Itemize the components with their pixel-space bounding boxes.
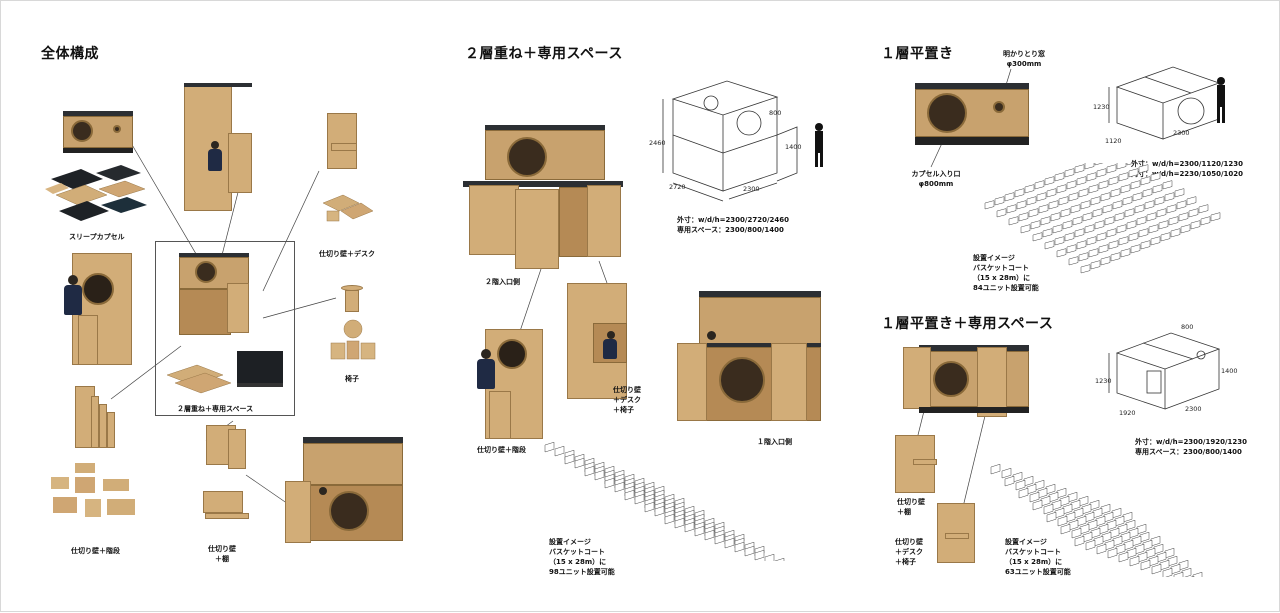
one-layer-unit-image [915, 83, 1029, 147]
two-layer-layout-drawing [544, 441, 785, 561]
exploded-parts-image [45, 165, 147, 221]
two-layer-with-shelf-image [285, 437, 403, 545]
climbing-person-image [471, 323, 543, 439]
two-layer-unit-image [179, 253, 271, 337]
dim-width: 2300 [743, 185, 760, 193]
partition-shelf-parts-image [201, 491, 249, 527]
two-layer-layout-note: 設置イメージ バスケットコート （15 x 28m）に 98ユニット設置可能 [549, 538, 615, 576]
one-layer-space-dim-width: 2300 [1185, 405, 1202, 413]
one-layer-space-dim-space-depth: 800 [1181, 323, 1194, 331]
dim-space-height: 1400 [785, 143, 802, 151]
caption-sleep-capsule: スリープカプセル [69, 233, 125, 241]
chair-image [339, 285, 365, 313]
caption-partition-stairs: 仕切り壁＋階段 [71, 547, 120, 555]
caption-partition-desk: 仕切り壁＋デスク [319, 250, 375, 258]
section-title-one-layer: １層平置き [881, 46, 954, 62]
caption-two-layer-space: ２層重ね＋専用スペース [177, 405, 254, 413]
dim-depth: 2720 [669, 183, 686, 191]
partition-shelf-image [204, 425, 248, 469]
one-layer-dim-height: 1230 [1093, 103, 1110, 111]
chair-parts-image [330, 319, 376, 360]
light-window-label: 明かりとり窓 φ300mm [1003, 50, 1045, 68]
one-layer-space-unit-image [903, 345, 1031, 421]
partition-shelf-image-2 [895, 435, 939, 495]
partition-desk-chair-image-2 [937, 503, 977, 563]
caption-partition-desk-chair-2: 仕切り壁 ＋デスク ＋椅子 [895, 538, 923, 566]
one-layer-space-dim-height: 1230 [1095, 377, 1112, 385]
two-layer-parts-image [166, 351, 283, 394]
caption-partition-shelf-2: 仕切り壁 ＋棚 [897, 498, 925, 516]
one-layer-layout-note: 設置イメージ バスケットコート （15 x 28m）に 84ユニット設置可能 [973, 254, 1039, 292]
one-layer-space-spec: 外寸：w/d/h=2300/1920/1230 専用スペース：2300/800/… [1135, 438, 1247, 456]
two-layer-1f-entrance-image [677, 291, 823, 431]
one-layer-dim-width: 2300 [1173, 129, 1190, 137]
tall-unit-image [184, 83, 252, 213]
sleep-capsule-image [63, 111, 133, 153]
two-layer-space-frame [155, 241, 295, 416]
section-title-one-layer-space: １層平置き＋専用スペース [881, 316, 1054, 332]
one-layer-space-layout-drawing [990, 463, 1203, 577]
one-layer-space-dim-space-height: 1400 [1221, 367, 1238, 375]
section-title-overall: 全体構成 [41, 46, 99, 62]
one-layer-isometric-drawing [1108, 66, 1225, 140]
partition-stairs-image [75, 386, 121, 450]
one-layer-layout-drawing [984, 163, 1221, 274]
caption-partition-shelf: 仕切り壁 ＋棚 [208, 545, 236, 563]
two-layer-spec: 外寸：w/d/h=2300/2720/2460 専用スペース：2300/800/… [677, 216, 789, 234]
seated-person-image [56, 253, 132, 367]
capsule-entrance-label: カプセル入り口 φ800mm [911, 170, 961, 188]
caption-partition-desk-chair: 仕切り壁 ＋デスク ＋椅子 [613, 386, 641, 414]
section-title-two-layer: ２層重ね＋専用スペース [465, 46, 623, 62]
one-layer-space-dim-depth: 1920 [1119, 409, 1136, 417]
partition-stairs-parts-image [51, 463, 135, 517]
dim-space-depth: 800 [769, 109, 782, 117]
caption-1f-entrance: １階入口側 [757, 438, 792, 446]
one-layer-space-isometric-drawing [1108, 332, 1221, 410]
caption-chair: 椅子 [345, 375, 359, 383]
one-layer-dim-depth: 1120 [1105, 137, 1122, 145]
one-layer-space-layout-note: 設置イメージ バスケットコート （15 x 28m）に 63ユニット設置可能 [1005, 538, 1071, 576]
two-layer-isometric-drawing [662, 80, 823, 202]
caption-partition-stairs-2: 仕切り壁＋階段 [477, 446, 526, 454]
dim-height: 2460 [649, 139, 666, 147]
one-layer-spec: 外寸：w/d/h=2300/1120/1230 内寸：w/d/h=2230/10… [1131, 160, 1243, 178]
partition-desk-chair-image [567, 283, 629, 399]
caption-2f-entrance: ２階入口側 [485, 278, 520, 286]
two-layer-2f-entrance-image [463, 125, 623, 273]
partition-desk-parts-image [322, 194, 374, 222]
partition-desk-image [323, 113, 363, 171]
